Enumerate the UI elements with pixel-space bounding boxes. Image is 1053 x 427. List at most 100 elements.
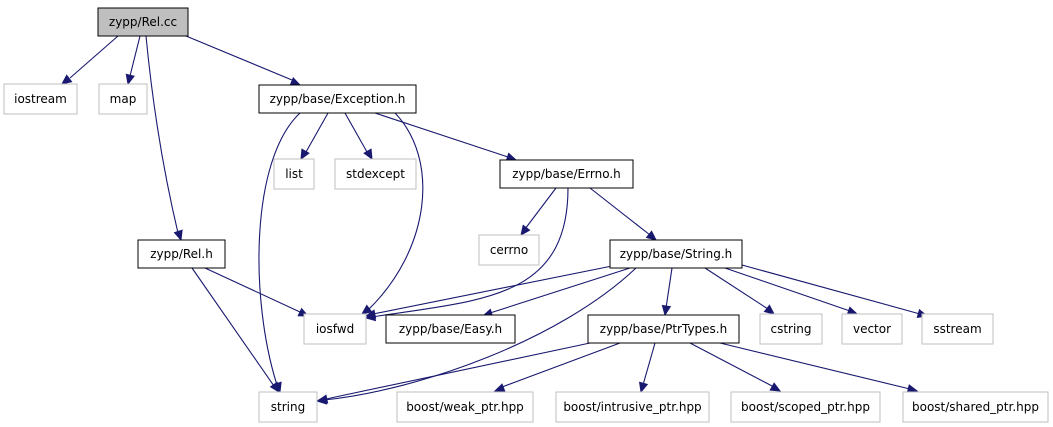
- edge-line: [374, 112, 509, 158]
- node-label: zypp/base/Errno.h: [512, 167, 621, 181]
- node-label: boost/intrusive_ptr.hpp: [563, 400, 701, 414]
- arrowhead: [125, 73, 135, 86]
- node-rel-h[interactable]: zypp/Rel.h: [137, 239, 226, 269]
- edge-line: [69, 35, 119, 79]
- edge-line: [589, 187, 651, 236]
- node-map[interactable]: map: [98, 83, 148, 115]
- node-easy-h[interactable]: zypp/base/Easy.h: [385, 314, 516, 344]
- edge-ptrtypes-h-to-intrusive-ptr: [638, 342, 656, 394]
- edge-line: [489, 267, 631, 314]
- edge-line: [371, 187, 569, 318]
- edge-errno-h-to-cerrno: [520, 187, 557, 236]
- node-string[interactable]: string: [258, 391, 318, 423]
- edge-line: [191, 267, 275, 387]
- node-stdexcept[interactable]: stdexcept: [334, 158, 417, 190]
- arrowhead: [289, 76, 302, 86]
- edge-line: [145, 35, 179, 234]
- edge-string-h-to-easy-h: [481, 267, 631, 318]
- arrowhead: [361, 304, 373, 315]
- node-boost-scoped-ptr[interactable]: boost/scoped_ptr.hpp: [730, 391, 881, 423]
- node-label: map: [110, 92, 137, 106]
- node-label: iostream: [14, 92, 67, 106]
- edge-ptrtypes-h-to-weak-ptr: [493, 342, 621, 393]
- edge-ptrtypes-h-to-shared-ptr: [719, 342, 919, 394]
- edge-line: [704, 267, 769, 310]
- edge-line: [501, 342, 621, 388]
- edge-line: [642, 342, 656, 386]
- node-label: sstream: [933, 322, 981, 336]
- node-label: zypp/base/Exception.h: [270, 92, 406, 106]
- node-label: zypp/base/PtrTypes.h: [600, 322, 727, 336]
- node-label: boost/weak_ptr.hpp: [406, 400, 524, 414]
- edge-line: [741, 264, 921, 315]
- edge-string-h-to-cstring: [704, 267, 775, 315]
- node-iosfwd[interactable]: iosfwd: [303, 313, 367, 345]
- node-vector[interactable]: vector: [841, 313, 903, 345]
- node-sstream[interactable]: sstream: [921, 313, 994, 345]
- edge-exception-h-to-iosfwd: [361, 112, 424, 315]
- node-cerrno[interactable]: cerrno: [478, 234, 540, 266]
- node-label: zypp/Rel.h: [150, 247, 213, 261]
- node-iostream[interactable]: iostream: [3, 83, 78, 115]
- arrowhead: [493, 383, 506, 393]
- edge-line: [724, 267, 851, 312]
- edge-rel-cc-to-exception-h: [185, 35, 302, 86]
- arrowhead: [61, 74, 73, 85]
- edge-exception-h-to-string: [258, 112, 301, 394]
- arrowhead: [363, 148, 373, 161]
- arrowhead: [638, 381, 649, 394]
- node-label: list: [285, 167, 303, 181]
- edge-line: [665, 267, 673, 309]
- edge-string-h-to-ptrtypes-h: [661, 267, 673, 317]
- arrowhead: [300, 148, 310, 161]
- dependency-nodes: zypp/Rel.cc iostream map zypp/base/Excep…: [3, 7, 1049, 423]
- arrowhead: [661, 304, 672, 317]
- node-errno-h[interactable]: zypp/base/Errno.h: [499, 159, 634, 189]
- node-cstring[interactable]: cstring: [759, 313, 823, 345]
- node-label: string: [271, 400, 305, 414]
- edge-line: [367, 112, 424, 311]
- edge-line: [323, 267, 637, 401]
- node-string-h[interactable]: zypp/base/String.h: [609, 239, 743, 269]
- edge-line: [305, 112, 329, 153]
- edge-line: [524, 187, 557, 230]
- edge-rel-cc-to-iostream: [61, 35, 119, 85]
- node-label: cstring: [770, 322, 811, 336]
- node-label: boost/shared_ptr.hpp: [912, 400, 1039, 414]
- edge-line: [372, 265, 613, 315]
- node-boost-intrusive-ptr[interactable]: boost/intrusive_ptr.hpp: [555, 391, 710, 423]
- node-boost-shared-ptr[interactable]: boost/shared_ptr.hpp: [902, 391, 1049, 423]
- edge-line: [719, 342, 911, 390]
- edge-exception-h-to-stdexcept: [344, 112, 373, 161]
- node-exception-h[interactable]: zypp/base/Exception.h: [258, 84, 417, 114]
- edge-line: [344, 112, 368, 153]
- node-label: vector: [853, 322, 891, 336]
- arrowhead: [769, 382, 782, 392]
- edge-exception-h-to-list: [300, 112, 329, 161]
- edge-line: [258, 112, 301, 386]
- node-ptrtypes-h[interactable]: zypp/base/PtrTypes.h: [587, 314, 740, 344]
- edge-exception-h-to-errno-h: [374, 112, 518, 162]
- edge-rel-cc-to-rel-h: [145, 35, 183, 242]
- arrowhead: [316, 394, 329, 404]
- edge-ptrtypes-h-to-scoped-ptr: [689, 342, 782, 392]
- node-label: zypp/base/Easy.h: [399, 322, 502, 336]
- arrowhead: [763, 304, 775, 315]
- node-label: boost/scoped_ptr.hpp: [741, 400, 870, 414]
- node-boost-weak-ptr[interactable]: boost/weak_ptr.hpp: [396, 391, 534, 423]
- edge-line: [689, 342, 775, 388]
- edge-errno-h-to-string-h: [589, 187, 657, 241]
- edge-ptrtypes-h-to-string: [316, 342, 591, 404]
- node-rel-cc[interactable]: zypp/Rel.cc: [97, 7, 189, 37]
- dependency-edges: [61, 35, 929, 405]
- edge-line: [129, 35, 141, 77]
- arrowhead: [520, 224, 531, 236]
- edge-rel-h-to-string: [191, 267, 280, 394]
- arrowhead: [269, 381, 280, 394]
- edge-line: [185, 35, 293, 81]
- edge-string-h-to-iosfwd: [364, 265, 613, 319]
- node-list[interactable]: list: [273, 158, 315, 190]
- node-label: stdexcept: [346, 167, 405, 181]
- arrowhead: [364, 309, 377, 319]
